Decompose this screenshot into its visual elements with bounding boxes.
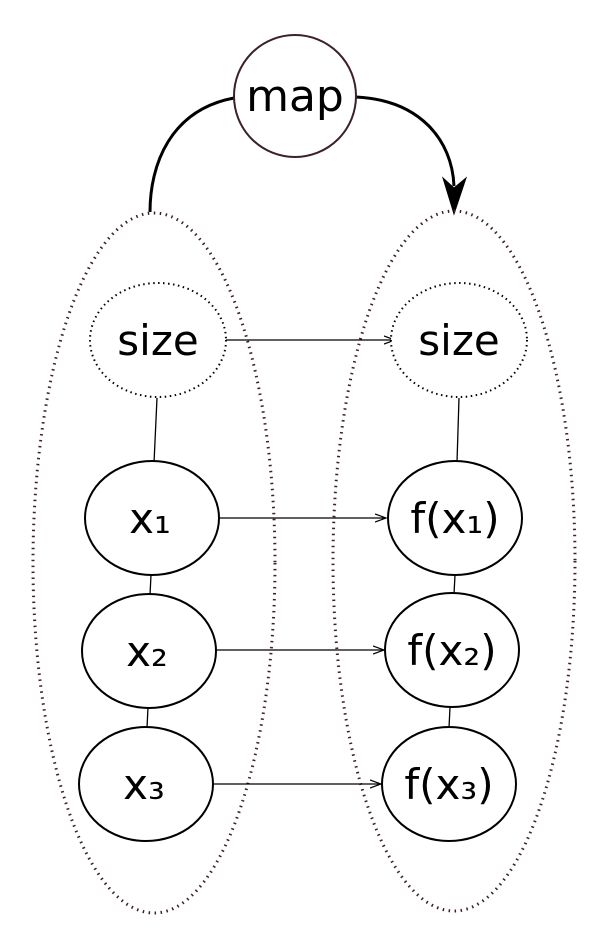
map-node: map <box>233 34 357 158</box>
input-element-node: x₂ <box>81 593 217 709</box>
output-link-size-fx1 <box>456 397 460 463</box>
input-link-x2-x3 <box>146 706 149 729</box>
input-size-node: size <box>89 282 227 398</box>
output-element-label: f(x₁) <box>410 494 499 543</box>
input-element-label: x₂ <box>126 627 168 676</box>
output-list-outline <box>331 209 577 913</box>
input-element-node: x₁ <box>84 460 220 576</box>
input-element-label: x₁ <box>129 494 171 543</box>
output-element-node: f(x₁) <box>387 460 523 576</box>
output-link-fx2-fx3 <box>448 706 451 729</box>
map-arrow-left-arc <box>148 96 235 213</box>
map-arrow-right-arc <box>355 95 456 187</box>
input-element-label: x₃ <box>123 760 165 809</box>
map-label: map <box>246 71 344 122</box>
input-link-x1-x2 <box>149 574 152 596</box>
input-link-size-x1 <box>153 397 158 464</box>
output-element-label: f(x₃) <box>404 760 493 809</box>
output-element-node: f(x₃) <box>381 726 517 842</box>
input-element-node: x₃ <box>78 726 214 842</box>
output-element-node: f(x₂) <box>384 592 520 708</box>
input-size-label: size <box>117 316 198 365</box>
map-arrow-head <box>441 176 468 216</box>
input-list-outline <box>31 211 277 915</box>
output-size-label: size <box>418 316 499 365</box>
output-size-node: size <box>390 282 528 398</box>
output-element-label: f(x₂) <box>407 626 496 675</box>
output-link-fx1-fx2 <box>453 574 456 595</box>
